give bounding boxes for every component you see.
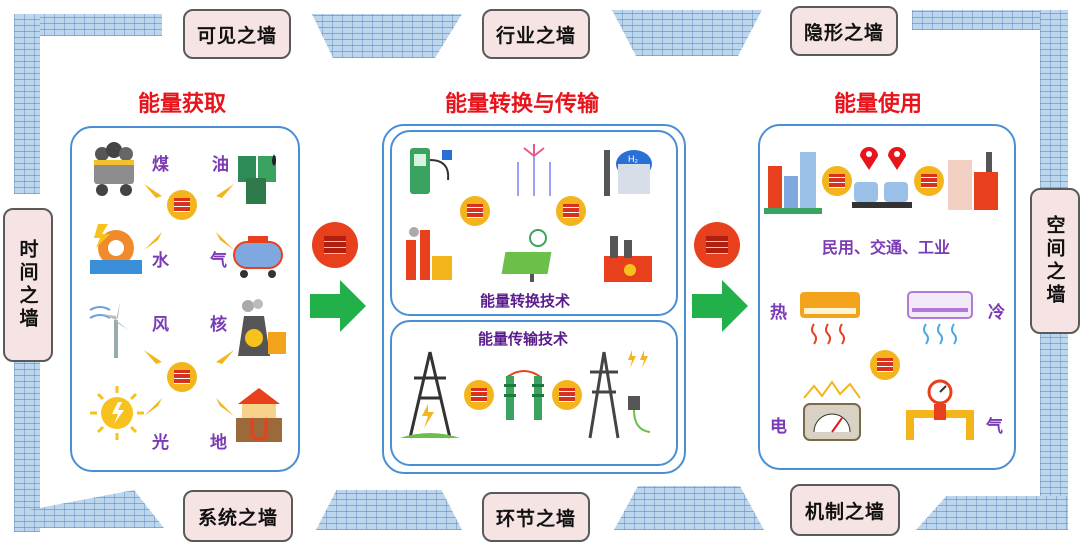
wall-label-time: 时间之墙 xyxy=(3,208,53,362)
brick-hub-icon xyxy=(312,222,358,268)
source-label-wind: 风 xyxy=(152,315,169,335)
svg-text:H₂: H₂ xyxy=(628,154,638,164)
location-pin-icon xyxy=(888,147,906,170)
brick-wall-segment xyxy=(612,10,762,56)
source-label-gas: 气 xyxy=(210,251,227,271)
factory-icon xyxy=(604,236,652,282)
city-buildings-icon xyxy=(764,152,822,214)
use-label-gas: 气 xyxy=(986,417,1003,437)
charging-station-icon xyxy=(410,148,452,194)
brick-wall-segment xyxy=(912,10,1068,30)
brick-hub-icon xyxy=(556,196,586,226)
use-label-electric: 电 xyxy=(770,417,787,437)
transmission-tech-label: 能量传输技术 xyxy=(478,330,569,348)
wind-farm-icon xyxy=(517,144,551,196)
pylon-plug-icon xyxy=(588,350,651,439)
brick-wall-segment xyxy=(916,496,1068,530)
location-pin-icon xyxy=(860,147,878,170)
power-plant-icon xyxy=(406,227,452,280)
brick-hub-icon xyxy=(167,190,197,220)
vehicles-icon xyxy=(852,182,912,208)
solar-panel-icon xyxy=(501,229,552,282)
section-title-convert: 能量转换与传输 xyxy=(445,92,600,117)
brick-wall-segment xyxy=(14,362,40,532)
gas-tank-icon xyxy=(233,236,283,278)
wall-label-space: 空间之墙 xyxy=(1030,188,1080,334)
use-label-cold: 冷 xyxy=(988,303,1005,323)
wall-label-industry: 行业之墙 xyxy=(482,9,590,59)
brick-hub-icon xyxy=(870,350,900,380)
wind-turbine-icon xyxy=(89,302,128,358)
brick-hub-icon xyxy=(822,166,852,196)
geothermal-house-icon xyxy=(236,388,282,442)
transmission-tower-icon xyxy=(400,351,460,439)
hydrogen-tank-icon: H₂ xyxy=(604,150,652,196)
power-meter-icon xyxy=(803,380,861,441)
heater-icon xyxy=(800,292,860,345)
conversion-tech-label: 能量转换技术 xyxy=(480,292,571,310)
sun-icon xyxy=(90,386,144,440)
arrows-acquire xyxy=(144,184,234,416)
brick-wall-segment xyxy=(14,14,162,36)
brick-hub-icon xyxy=(167,362,197,392)
source-label-geothermal: 地 xyxy=(210,433,227,453)
source-label-solar: 光 xyxy=(152,433,169,453)
nuclear-plant-icon xyxy=(238,299,286,356)
brick-hub-icon xyxy=(460,196,490,226)
brick-wall-segment xyxy=(614,486,764,530)
brick-hub-icon xyxy=(552,380,582,410)
use-label-heat: 热 xyxy=(770,303,787,323)
wall-label-invisible: 隐形之墙 xyxy=(790,6,898,56)
water-wheel-icon xyxy=(90,224,142,274)
source-label-nuclear: 核 xyxy=(210,315,227,335)
brick-hub-icon xyxy=(694,222,740,268)
brick-hub-icon xyxy=(914,166,944,196)
brick-wall-segment xyxy=(316,490,462,530)
source-label-oil: 油 xyxy=(212,155,229,175)
gas-pipe-icon xyxy=(906,379,974,440)
section-title-use: 能量使用 xyxy=(834,92,923,117)
brick-wall-segment xyxy=(1040,10,1068,188)
section-title-acquire: 能量获取 xyxy=(138,92,227,117)
oil-barrels-icon xyxy=(238,154,276,204)
wall-label-link: 环节之墙 xyxy=(482,492,590,542)
brick-hub-icon xyxy=(464,380,494,410)
air-conditioner-icon xyxy=(907,291,973,345)
coal-cart-icon xyxy=(94,142,134,196)
industrial-plant-icon xyxy=(948,152,998,210)
source-label-water: 水 xyxy=(152,251,169,271)
sectors-label: 民用、交通、工业 xyxy=(822,238,951,257)
wall-label-mechanism: 机制之墙 xyxy=(790,484,900,536)
source-label-coal: 煤 xyxy=(152,155,169,175)
brick-wall-segment xyxy=(14,14,40,194)
insulator-icon xyxy=(504,370,544,420)
wall-label-system: 系统之墙 xyxy=(183,490,293,542)
brick-wall-segment xyxy=(312,14,462,58)
flow-arrow-right-icon xyxy=(310,280,366,332)
wall-label-visible: 可见之墙 xyxy=(183,9,291,59)
flow-arrow-right-icon xyxy=(692,280,748,332)
